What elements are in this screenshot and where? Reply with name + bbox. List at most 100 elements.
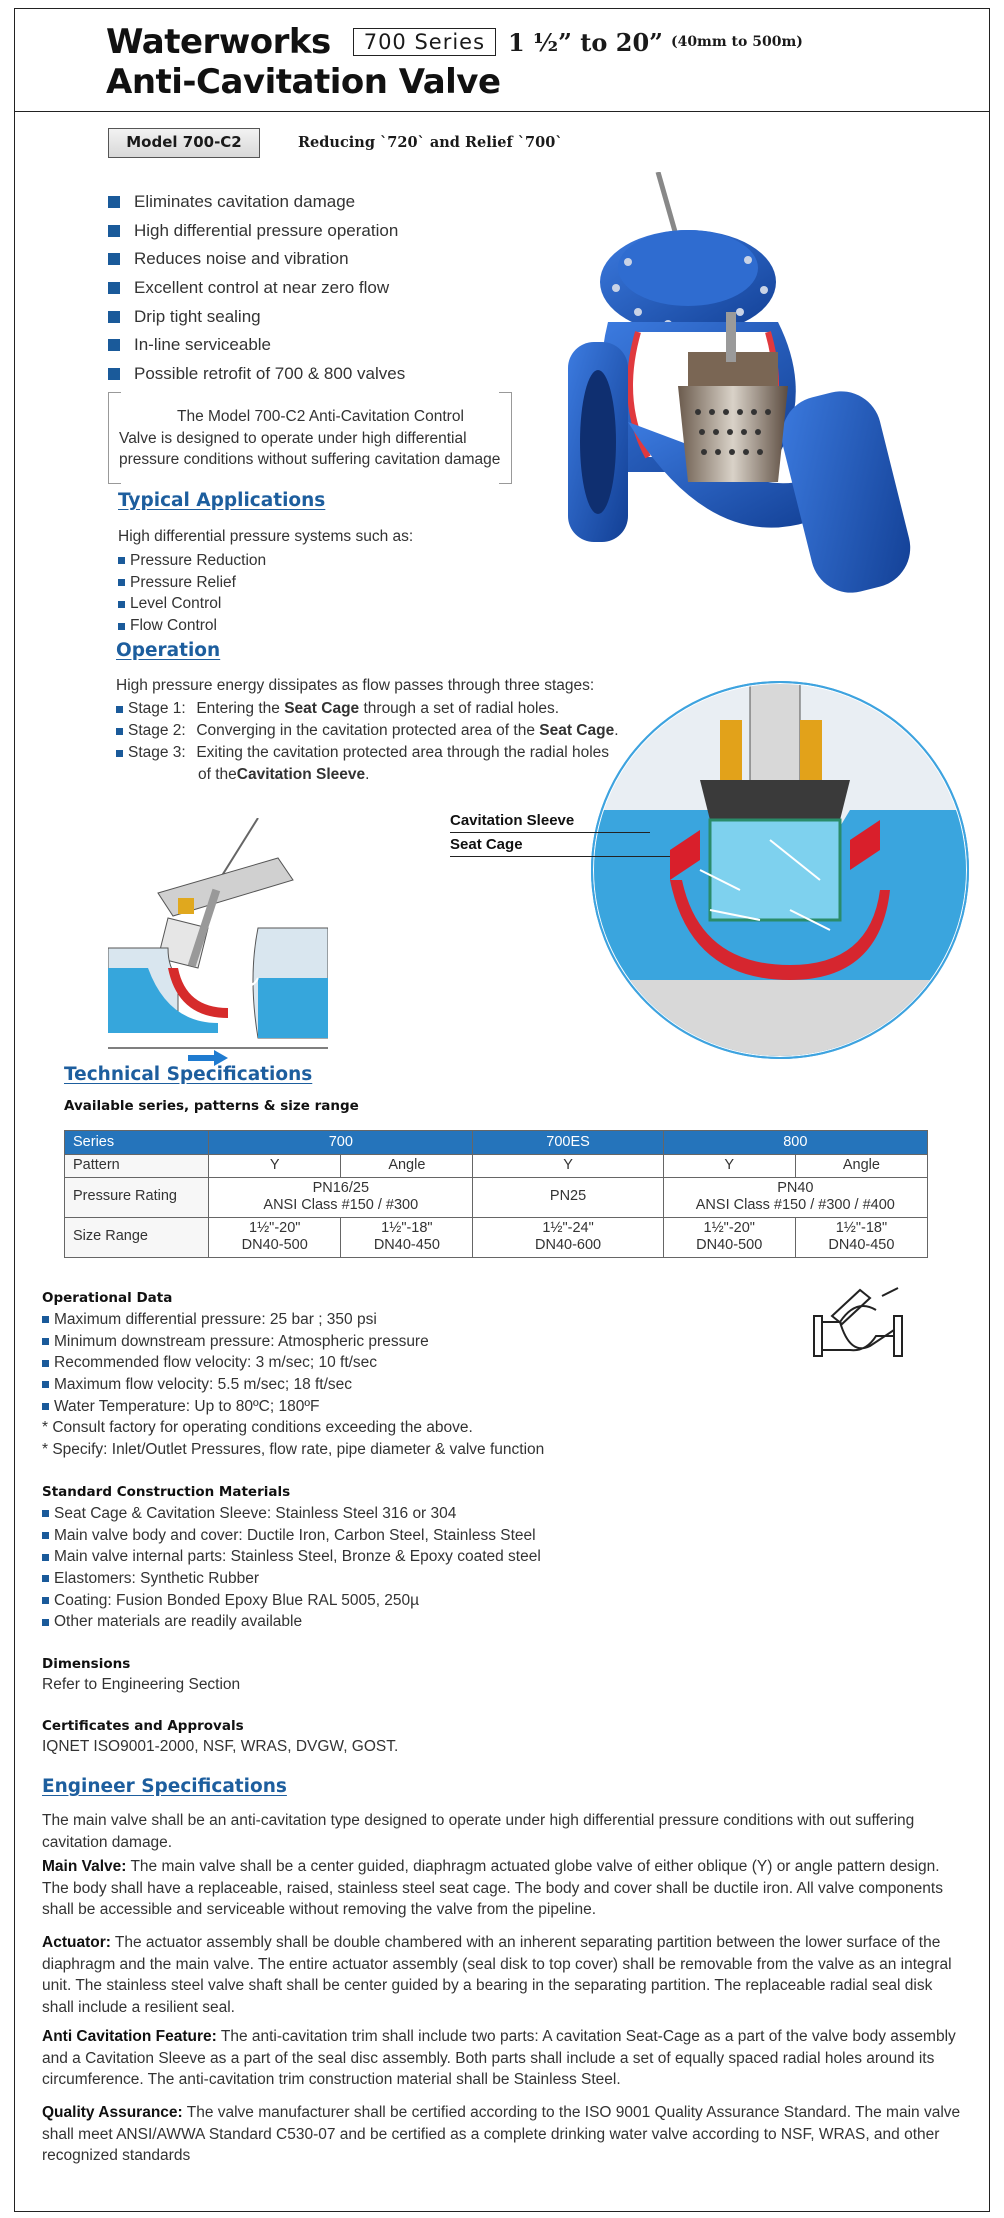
certificates-heading: Certificates and Approvals [42,1718,244,1734]
list-item: Level Control [118,594,266,616]
list-item: Seat Cage & Cavitation Sleeve: Stainless… [42,1503,541,1525]
bullet-square-icon [108,282,120,295]
table-header-row: Series 700 700ES 800 [63,1130,929,1155]
bullet-square-icon [108,224,120,237]
list-item: Pressure Relief [118,572,266,594]
engineer-quality-assurance: Quality Assurance: The valve manufacture… [42,2104,961,2165]
callout-cavitation-sleeve: Cavitation Sleeve [450,812,575,829]
applications-heading: Typical Applications [118,490,326,511]
list-item: Maximum flow velocity: 5.5 m/sec; 18 ft/… [42,1374,544,1396]
feature-item: Excellent control at near zero flow [108,274,405,303]
bullet-square-icon [116,705,123,713]
bullet-square-icon [42,1553,49,1561]
engineer-actuator: Actuator: The actuator assembly shall be… [42,1934,952,2017]
engineer-main-valve: Main Valve: The main valve shall be a ce… [42,1858,943,1919]
list-item: Flow Control [118,615,266,637]
model-badge: Model 700-C2 [108,128,260,158]
bullet-square-icon [42,1532,49,1540]
list-item: Other materials are readily available [42,1611,541,1633]
feature-item: Reduces noise and vibration [108,245,405,274]
stage-item-continued: of the Cavitation Sleeve. [198,766,370,783]
materials-list: Seat Cage & Cavitation Sleeve: Stainless… [42,1503,541,1633]
bullet-square-icon [42,1618,49,1626]
page-frame [14,8,990,2212]
bullet-square-icon [42,1510,49,1518]
header-line: Waterworks 700 Series 1 ½” to 20” (40mm … [106,22,803,62]
table-row: Size Range 1½"-20"DN40-500 1½"-18"DN40-4… [63,1216,929,1258]
bullet-square-icon [108,253,120,266]
callout-line [450,856,670,857]
bullet-square-icon [118,600,125,608]
valve-section-diagram [108,818,328,1066]
feature-item: In-line serviceable [108,331,405,360]
certificates-text: IQNET ISO9001-2000, NSF, WRAS, DVGW, GOS… [42,1738,399,1755]
table-row: Pattern Y Angle Y Y Angle [63,1154,929,1178]
size-range: 1 ½” to 20” [508,27,663,57]
feature-item: Drip tight sealing [108,302,405,331]
bullet-square-icon [116,727,123,735]
bullet-square-icon [108,339,120,352]
callout-seat-cage: Seat Cage [450,836,523,853]
stage-item: Stage 1: Entering the Seat Cage through … [116,698,619,720]
bullet-square-icon [108,196,120,209]
valve-cutaway-illustration [568,172,911,593]
operation-intro: High pressure energy dissipates as flow … [116,677,595,694]
bullet-square-icon [108,310,120,323]
tech-specs-subheading: Available series, patterns & size range [64,1098,359,1114]
description-box: The Model 700-C2 Anti-Cavitation Control… [108,392,512,484]
header: Waterworks 700 Series 1 ½” to 20” (40mm … [14,8,990,112]
list-item: Pressure Reduction [118,550,266,572]
engineer-anti-cavitation: Anti Cavitation Feature: The anti-cavita… [42,2028,956,2089]
feature-item: Possible retrofit of 700 & 800 valves [108,360,405,389]
engineer-intro: The main valve shall be an anti-cavitati… [42,1812,915,1851]
valve-symbol-icon [813,1287,903,1357]
bullet-square-icon [118,579,125,587]
applications-intro: High differential pressure systems such … [118,528,414,545]
model-subtitle: Reducing `720` and Relief `700` [298,134,563,151]
description-text: The Model 700-C2 Anti-Cavitation Control… [119,408,501,468]
list-item: Coating: Fusion Bonded Epoxy Blue RAL 50… [42,1590,541,1612]
note-item: * Consult factory for operating conditio… [42,1419,473,1437]
bullet-square-icon [118,622,125,630]
size-range-mm: (40mm to 500m) [670,34,803,50]
brand-name: Waterworks [106,22,331,62]
operational-data-heading: Operational Data [42,1290,173,1306]
dimensions-text: Refer to Engineering Section [42,1676,241,1693]
bullet-square-icon [108,367,120,380]
materials-heading: Standard Construction Materials [42,1484,291,1500]
operation-stages: Stage 1: Entering the Seat Cage through … [116,698,619,786]
list-item: Water Temperature: Up to 80ºC; 180ºF [42,1396,544,1418]
bullet-square-icon [42,1359,49,1367]
operation-heading: Operation [116,640,221,661]
feature-item: Eliminates cavitation damage [108,188,405,217]
tech-specs-heading: Technical Specifications [64,1064,313,1085]
bullet-square-icon [118,557,125,565]
dimensions-heading: Dimensions [42,1656,131,1672]
bullet-square-icon [116,749,123,757]
bullet-square-icon [42,1338,49,1346]
series-badge: 700 Series [352,28,497,56]
engineer-specs-heading: Engineer Specifications [42,1776,287,1797]
bullet-square-icon [42,1403,49,1411]
bullet-square-icon [42,1316,49,1324]
stage-item: Stage 2: Converging in the cavitation pr… [116,720,619,742]
callout-line [450,832,650,833]
operational-data-list: Maximum differential pressure: 25 bar ; … [42,1309,544,1461]
bullet-square-icon [42,1597,49,1605]
bullet-square-icon [42,1575,49,1583]
applications-list: Pressure Reduction Pressure Relief Level… [118,550,266,637]
list-item: Maximum differential pressure: 25 bar ; … [42,1309,544,1331]
spec-table: Series 700 700ES 800 Pattern Y Angle Y Y… [63,1130,929,1258]
list-item: Elastomers: Synthetic Rubber [42,1568,541,1590]
feature-list: Eliminates cavitation damage High differ… [108,188,405,388]
page-title: Anti-Cavitation Valve [106,62,501,102]
note-item: * Specify: Inlet/Outlet Pressures, flow … [42,1440,545,1458]
feature-item: High differential pressure operation [108,217,405,246]
stage-item: Stage 3: Exiting the cavitation protecte… [116,742,619,764]
list-item: Minimum downstream pressure: Atmospheric… [42,1331,544,1353]
list-item: Main valve body and cover: Ductile Iron,… [42,1525,541,1547]
cavitation-detail-diagram [591,681,969,1059]
list-item: Main valve internal parts: Stainless Ste… [42,1546,541,1568]
bullet-square-icon [42,1381,49,1389]
